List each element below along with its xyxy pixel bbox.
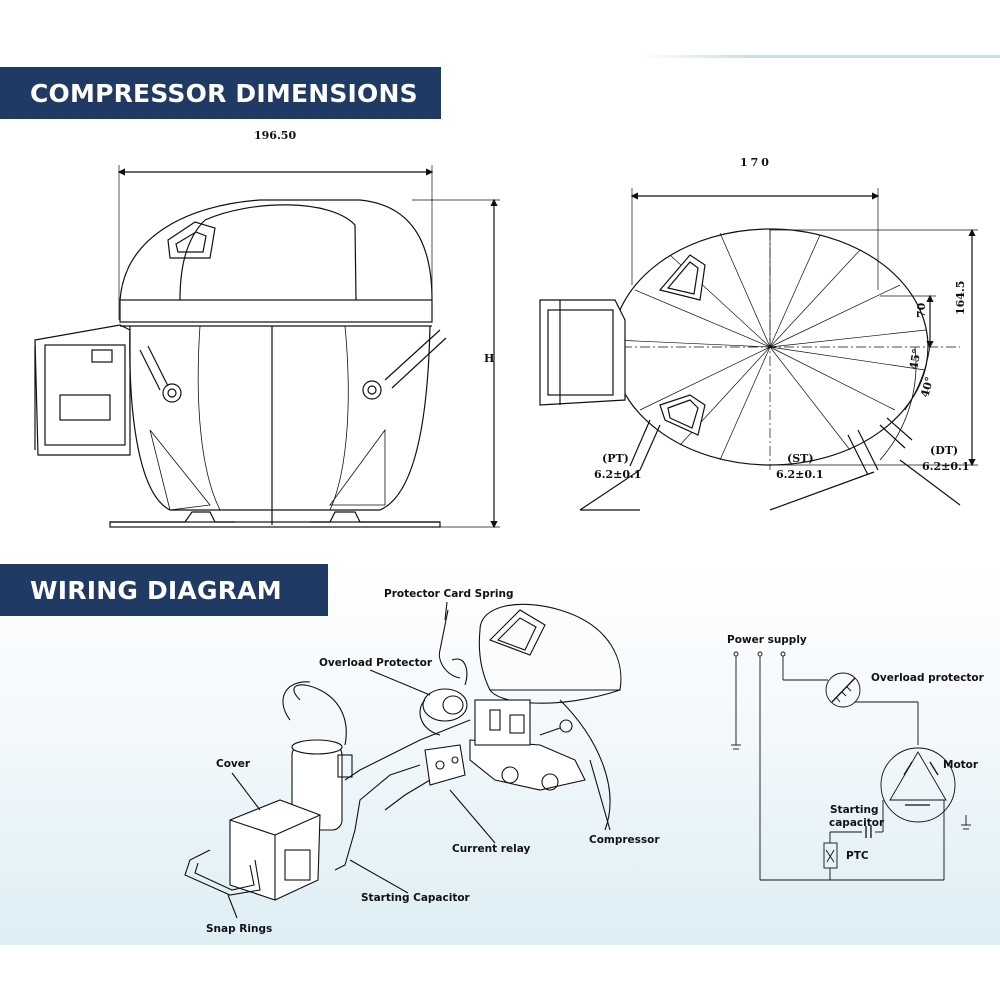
st-label: (ST) (787, 452, 814, 465)
compressor-top-view (539, 188, 978, 511)
label-current-relay: Current relay (452, 843, 530, 855)
dim-offset-70: 70 (915, 302, 928, 318)
label-compressor: Compressor (589, 834, 660, 846)
wiring-illustration (184, 601, 622, 919)
label-starting-capacitor: Starting Capacitor (361, 892, 471, 904)
wiring-section-title: WIRING DIAGRAM (0, 564, 328, 616)
pt-label: (PT) (602, 452, 629, 465)
wiring-schematic (731, 651, 971, 881)
dim-top-height: 164.5 (954, 281, 967, 315)
label-protector-card-spring: Protector Card Spring (384, 588, 514, 600)
dimensions-section-title: COMPRESSOR DIMENSIONS (0, 67, 441, 119)
label-starting-capacitor-line1: Starting (830, 804, 878, 816)
label-overload-protector: Overload Protector (319, 657, 433, 669)
compressor-side-view (34, 165, 500, 529)
label-starting-capacitor-line2: capacitor (829, 817, 885, 829)
dim-angle-40: 40° (918, 375, 936, 398)
dim-side-width: 196.50 (254, 129, 296, 142)
label-snap-rings: Snap Rings (206, 923, 272, 935)
dim-side-height: H (484, 352, 494, 365)
dim-angle-45: 45° (907, 348, 923, 371)
dim-top-width: 170 (740, 156, 772, 169)
label-ptc: PTC (846, 850, 869, 862)
label-motor: Motor (943, 759, 979, 771)
label-power-supply: Power supply (727, 634, 807, 646)
label-cover: Cover (216, 758, 251, 770)
decorative-line (640, 55, 1000, 58)
pt-size: 6.2±0.1 (594, 468, 642, 481)
st-size: 6.2±0.1 (776, 468, 824, 481)
dt-label: (DT) (930, 444, 958, 457)
label-schematic-overload-protector: Overload protector (871, 672, 985, 684)
dt-size: 6.2±0.1 (922, 460, 970, 473)
